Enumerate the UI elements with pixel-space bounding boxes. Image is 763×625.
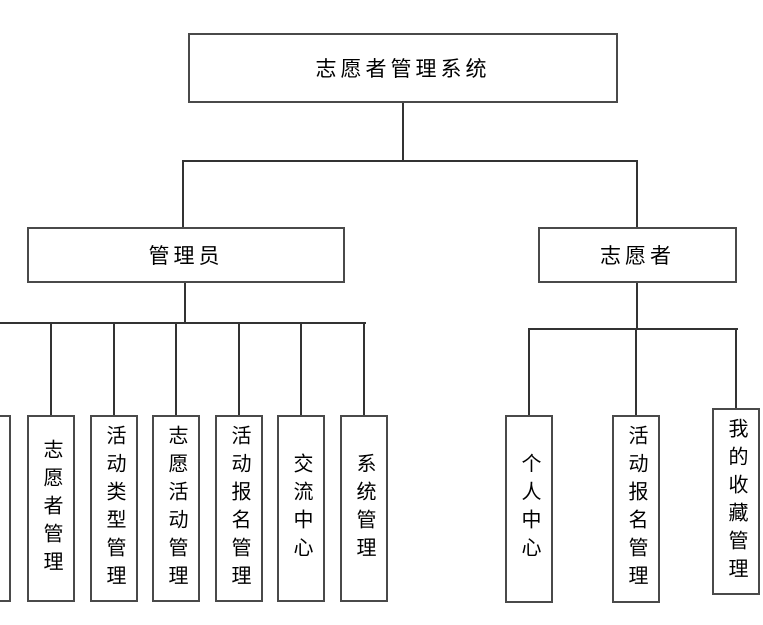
leaf-label: 我的收藏管理 bbox=[725, 417, 747, 586]
leaf-label: 活动类型管理 bbox=[103, 424, 125, 593]
leaf-label: 交流中心 bbox=[290, 452, 312, 565]
leaf-label: 系统管理 bbox=[353, 452, 375, 565]
leaf-node-activity-type-management: 活动类型管理 bbox=[90, 415, 138, 602]
edge-volunteer-bus bbox=[528, 328, 738, 330]
edge-admin-drop-4 bbox=[238, 322, 240, 415]
edge-admin-drop-3 bbox=[175, 322, 177, 415]
leaf-node-activity-signup-management-volunteer: 活动报名管理 bbox=[612, 415, 660, 603]
edge-volunteer-drop-1 bbox=[528, 328, 530, 416]
edge-volunteer-drop-3 bbox=[735, 328, 737, 409]
leaf-label: 活动报名管理 bbox=[228, 424, 250, 593]
root-node: 志愿者管理系统 bbox=[188, 33, 618, 103]
leaf-label: 志愿活动管理 bbox=[165, 424, 187, 593]
leaf-node-personal-center: 个人中心 bbox=[505, 415, 553, 603]
leaf-node-volunteer-activity-management: 志愿活动管理 bbox=[152, 415, 200, 602]
leaf-node-my-favorites-management: 我的收藏管理 bbox=[712, 408, 760, 595]
branch-admin-label: 管理员 bbox=[148, 244, 224, 268]
edge-admin-down bbox=[184, 283, 186, 323]
leaf-node-activity-signup-management-admin: 活动报名管理 bbox=[215, 415, 263, 602]
edge-root-stem bbox=[402, 103, 404, 161]
edge-admin-stem bbox=[182, 160, 184, 227]
leaf-node-volunteer-management: 志愿者管理 bbox=[27, 415, 75, 602]
edge-admin-drop-5 bbox=[300, 322, 302, 415]
leaf-node-system-management: 系统管理 bbox=[340, 415, 388, 602]
edge-volunteer-stem bbox=[636, 160, 638, 227]
leaf-node-communication-center: 交流中心 bbox=[277, 415, 325, 602]
edge-level2-bus bbox=[182, 160, 638, 162]
leaf-node-clipped-left bbox=[0, 415, 11, 602]
edge-volunteer-down bbox=[636, 283, 638, 329]
branch-volunteer-label: 志愿者 bbox=[600, 244, 675, 268]
branch-node-volunteer: 志愿者 bbox=[538, 227, 737, 283]
edge-volunteer-drop-2 bbox=[635, 328, 637, 416]
edge-admin-drop-2 bbox=[113, 322, 115, 415]
branch-node-admin: 管理员 bbox=[27, 227, 345, 283]
edge-admin-drop-6 bbox=[363, 322, 365, 415]
leaf-label: 个人中心 bbox=[518, 453, 540, 565]
edge-admin-bus bbox=[0, 322, 366, 324]
leaf-label: 活动报名管理 bbox=[625, 425, 647, 593]
edge-admin-drop-1 bbox=[50, 322, 52, 415]
root-node-label: 志愿者管理系统 bbox=[315, 57, 491, 81]
leaf-label: 志愿者管理 bbox=[40, 438, 62, 579]
